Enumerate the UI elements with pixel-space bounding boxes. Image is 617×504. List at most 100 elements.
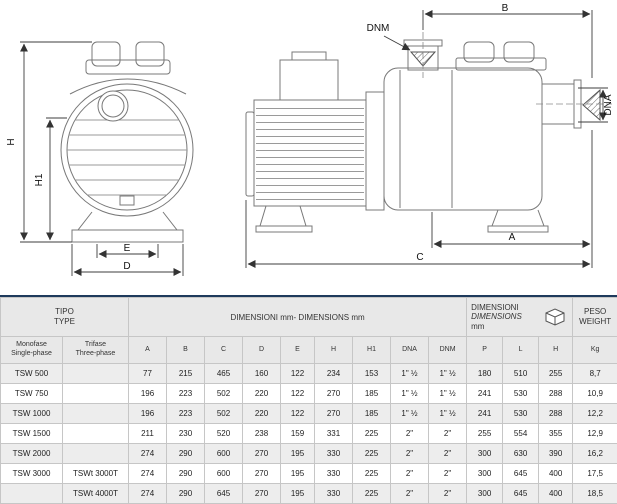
- header-dimensions: DIMENSIONI mm- DIMENSIONS mm: [127, 297, 468, 337]
- spec-value: 270: [242, 443, 281, 464]
- spec-value: 290: [166, 463, 205, 484]
- spec-value: 554: [502, 423, 540, 444]
- dim-label-c: C: [416, 252, 423, 263]
- spec-value: 290: [166, 443, 205, 464]
- spec-value: 274: [128, 483, 167, 504]
- spec-value: 300: [466, 483, 504, 504]
- spec-value: 520: [204, 423, 243, 444]
- spec-value: 331: [314, 423, 353, 444]
- spec-value: 2": [390, 463, 429, 484]
- dim-label-d: D: [123, 261, 130, 272]
- spec-value: 400: [538, 483, 574, 504]
- spec-value: 270: [314, 403, 353, 424]
- spec-value: 122: [280, 383, 315, 404]
- spec-value: 2": [427, 463, 468, 484]
- spec-value: 195: [280, 443, 315, 464]
- dimension-lines: [20, 10, 608, 276]
- col-dnm: DNM: [427, 336, 468, 364]
- spec-value: 185: [352, 383, 391, 404]
- spec-value: 330: [314, 483, 353, 504]
- group-header-row: TIPO TYPE DIMENSIONI mm- DIMENSIONS mm D…: [0, 297, 617, 337]
- spec-value: 122: [280, 403, 315, 424]
- spec-value: 153: [352, 363, 391, 384]
- col-d: D: [242, 336, 281, 364]
- spec-value: 17,5: [572, 463, 617, 484]
- header-packaging: DIMENSIONI DIMENSIONS mm: [466, 297, 574, 337]
- col-h: H: [314, 336, 353, 364]
- spec-value: 241: [466, 383, 504, 404]
- spec-value: 530: [502, 403, 540, 424]
- spec-value: 16,2: [572, 443, 617, 464]
- spec-value: 238: [242, 423, 281, 444]
- col-dna: DNA: [390, 336, 429, 364]
- spec-value: 502: [204, 403, 243, 424]
- spec-value: 196: [128, 383, 167, 404]
- dim-label-a: A: [509, 232, 516, 243]
- spec-value: 288: [538, 403, 574, 424]
- spec-value: 225: [352, 423, 391, 444]
- spec-value: 2": [390, 423, 429, 444]
- spec-value: 2": [427, 483, 468, 504]
- model-single-phase: [0, 483, 63, 504]
- column-header-row: Monofase Single-phase Trifase Three-phas…: [0, 336, 617, 364]
- model-three-phase: [62, 363, 129, 384]
- header-peso: PESO WEIGHT: [572, 297, 617, 337]
- col-c: C: [204, 336, 243, 364]
- model-three-phase: [62, 423, 129, 444]
- spec-value: 645: [204, 483, 243, 504]
- spec-value: 274: [128, 443, 167, 464]
- spec-value: 185: [352, 403, 391, 424]
- technical-drawing: H H1 E D B DNM DNA A C: [6, 3, 614, 276]
- model-single-phase: TSW 3000: [0, 463, 63, 484]
- spec-value: 270: [242, 483, 281, 504]
- header-tipo-line1: TIPO: [55, 306, 74, 316]
- dim-label-b: B: [502, 3, 509, 14]
- col-kg: Kg: [572, 336, 617, 364]
- spec-value: 180: [466, 363, 504, 384]
- spec-value: 18,5: [572, 483, 617, 504]
- model-single-phase: TSW 750: [0, 383, 63, 404]
- dim-label-dna: DNA: [603, 94, 614, 115]
- col-trifase: Trifase Three-phase: [62, 336, 129, 364]
- spec-value: 195: [280, 483, 315, 504]
- spec-value: 2": [427, 443, 468, 464]
- spec-value: 255: [466, 423, 504, 444]
- spec-value: 1" ½: [427, 363, 468, 384]
- spec-table: TIPO TYPE DIMENSIONI mm- DIMENSIONS mm D…: [0, 297, 617, 504]
- col-l: L: [502, 336, 540, 364]
- spec-value: 225: [352, 483, 391, 504]
- spec-value: 2": [390, 483, 429, 504]
- header-peso-line2: WEIGHT: [579, 317, 612, 326]
- spec-value: 1" ½: [390, 403, 429, 424]
- col-p: P: [466, 336, 504, 364]
- spec-value: 330: [314, 443, 353, 464]
- header-peso-line1: PESO: [584, 306, 607, 316]
- spec-value: 274: [128, 463, 167, 484]
- dim-label-dnm: DNM: [367, 23, 390, 34]
- model-single-phase: TSW 1500: [0, 423, 63, 444]
- dim-label-e: E: [124, 243, 131, 254]
- col-pack-h: H: [538, 336, 574, 364]
- model-three-phase: [62, 403, 129, 424]
- spec-value: 502: [204, 383, 243, 404]
- spec-value: 645: [502, 463, 540, 484]
- spec-value: 159: [280, 423, 315, 444]
- header-tipo: TIPO TYPE: [0, 297, 129, 337]
- col-a: A: [128, 336, 167, 364]
- spec-value: 390: [538, 443, 574, 464]
- spec-value: 1" ½: [427, 383, 468, 404]
- spec-value: 255: [538, 363, 574, 384]
- spec-value: 330: [314, 463, 353, 484]
- spec-value: 288: [538, 383, 574, 404]
- spec-value: 300: [466, 463, 504, 484]
- col-h1: H1: [352, 336, 391, 364]
- spec-value: 225: [352, 463, 391, 484]
- divider-bar: [0, 295, 617, 297]
